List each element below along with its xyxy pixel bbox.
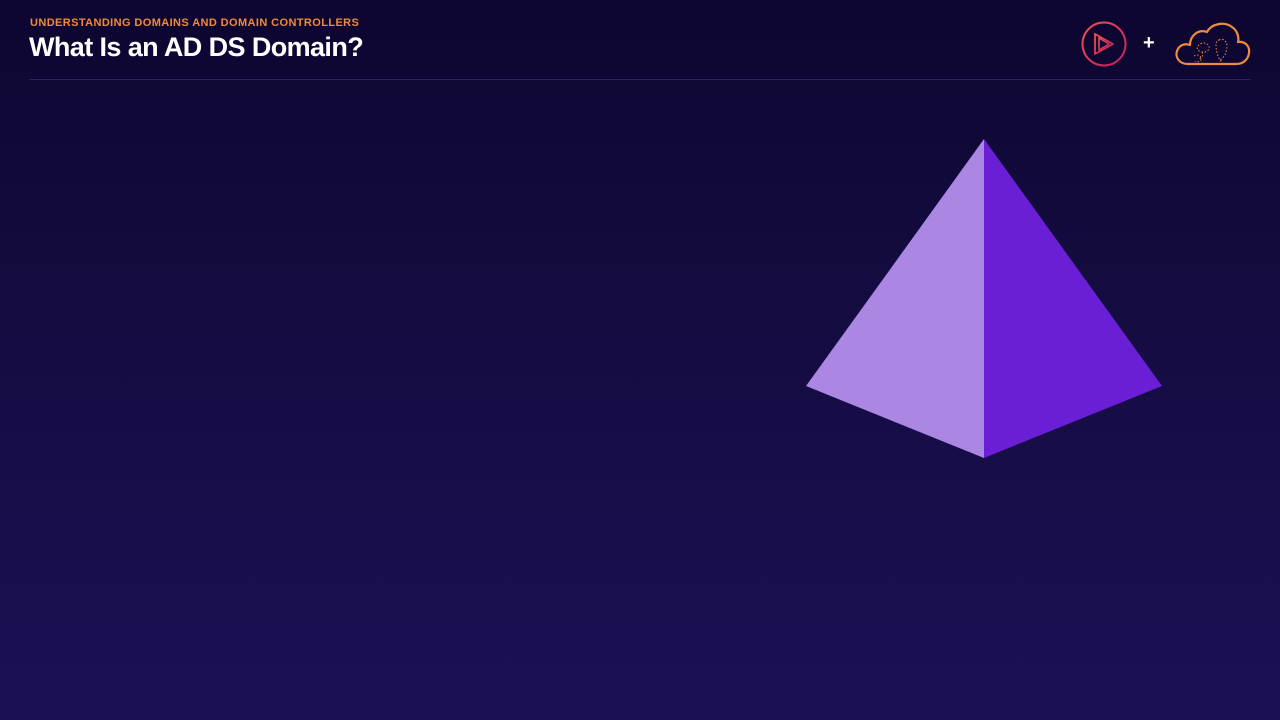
page-title: What Is an AD DS Domain? [29,32,364,62]
pyramid-left-face [806,139,984,458]
header-divider [29,79,1251,80]
pyramid-right-face [984,139,1162,458]
pyramid-illustration [806,139,1162,458]
cloud-logo-icon [1175,22,1251,66]
plus-separator: + [1143,32,1155,54]
brand-logos: + [1080,20,1252,70]
play-logo-icon [1081,21,1127,67]
section-label: UNDERSTANDING DOMAINS AND DOMAIN CONTROL… [30,17,360,29]
